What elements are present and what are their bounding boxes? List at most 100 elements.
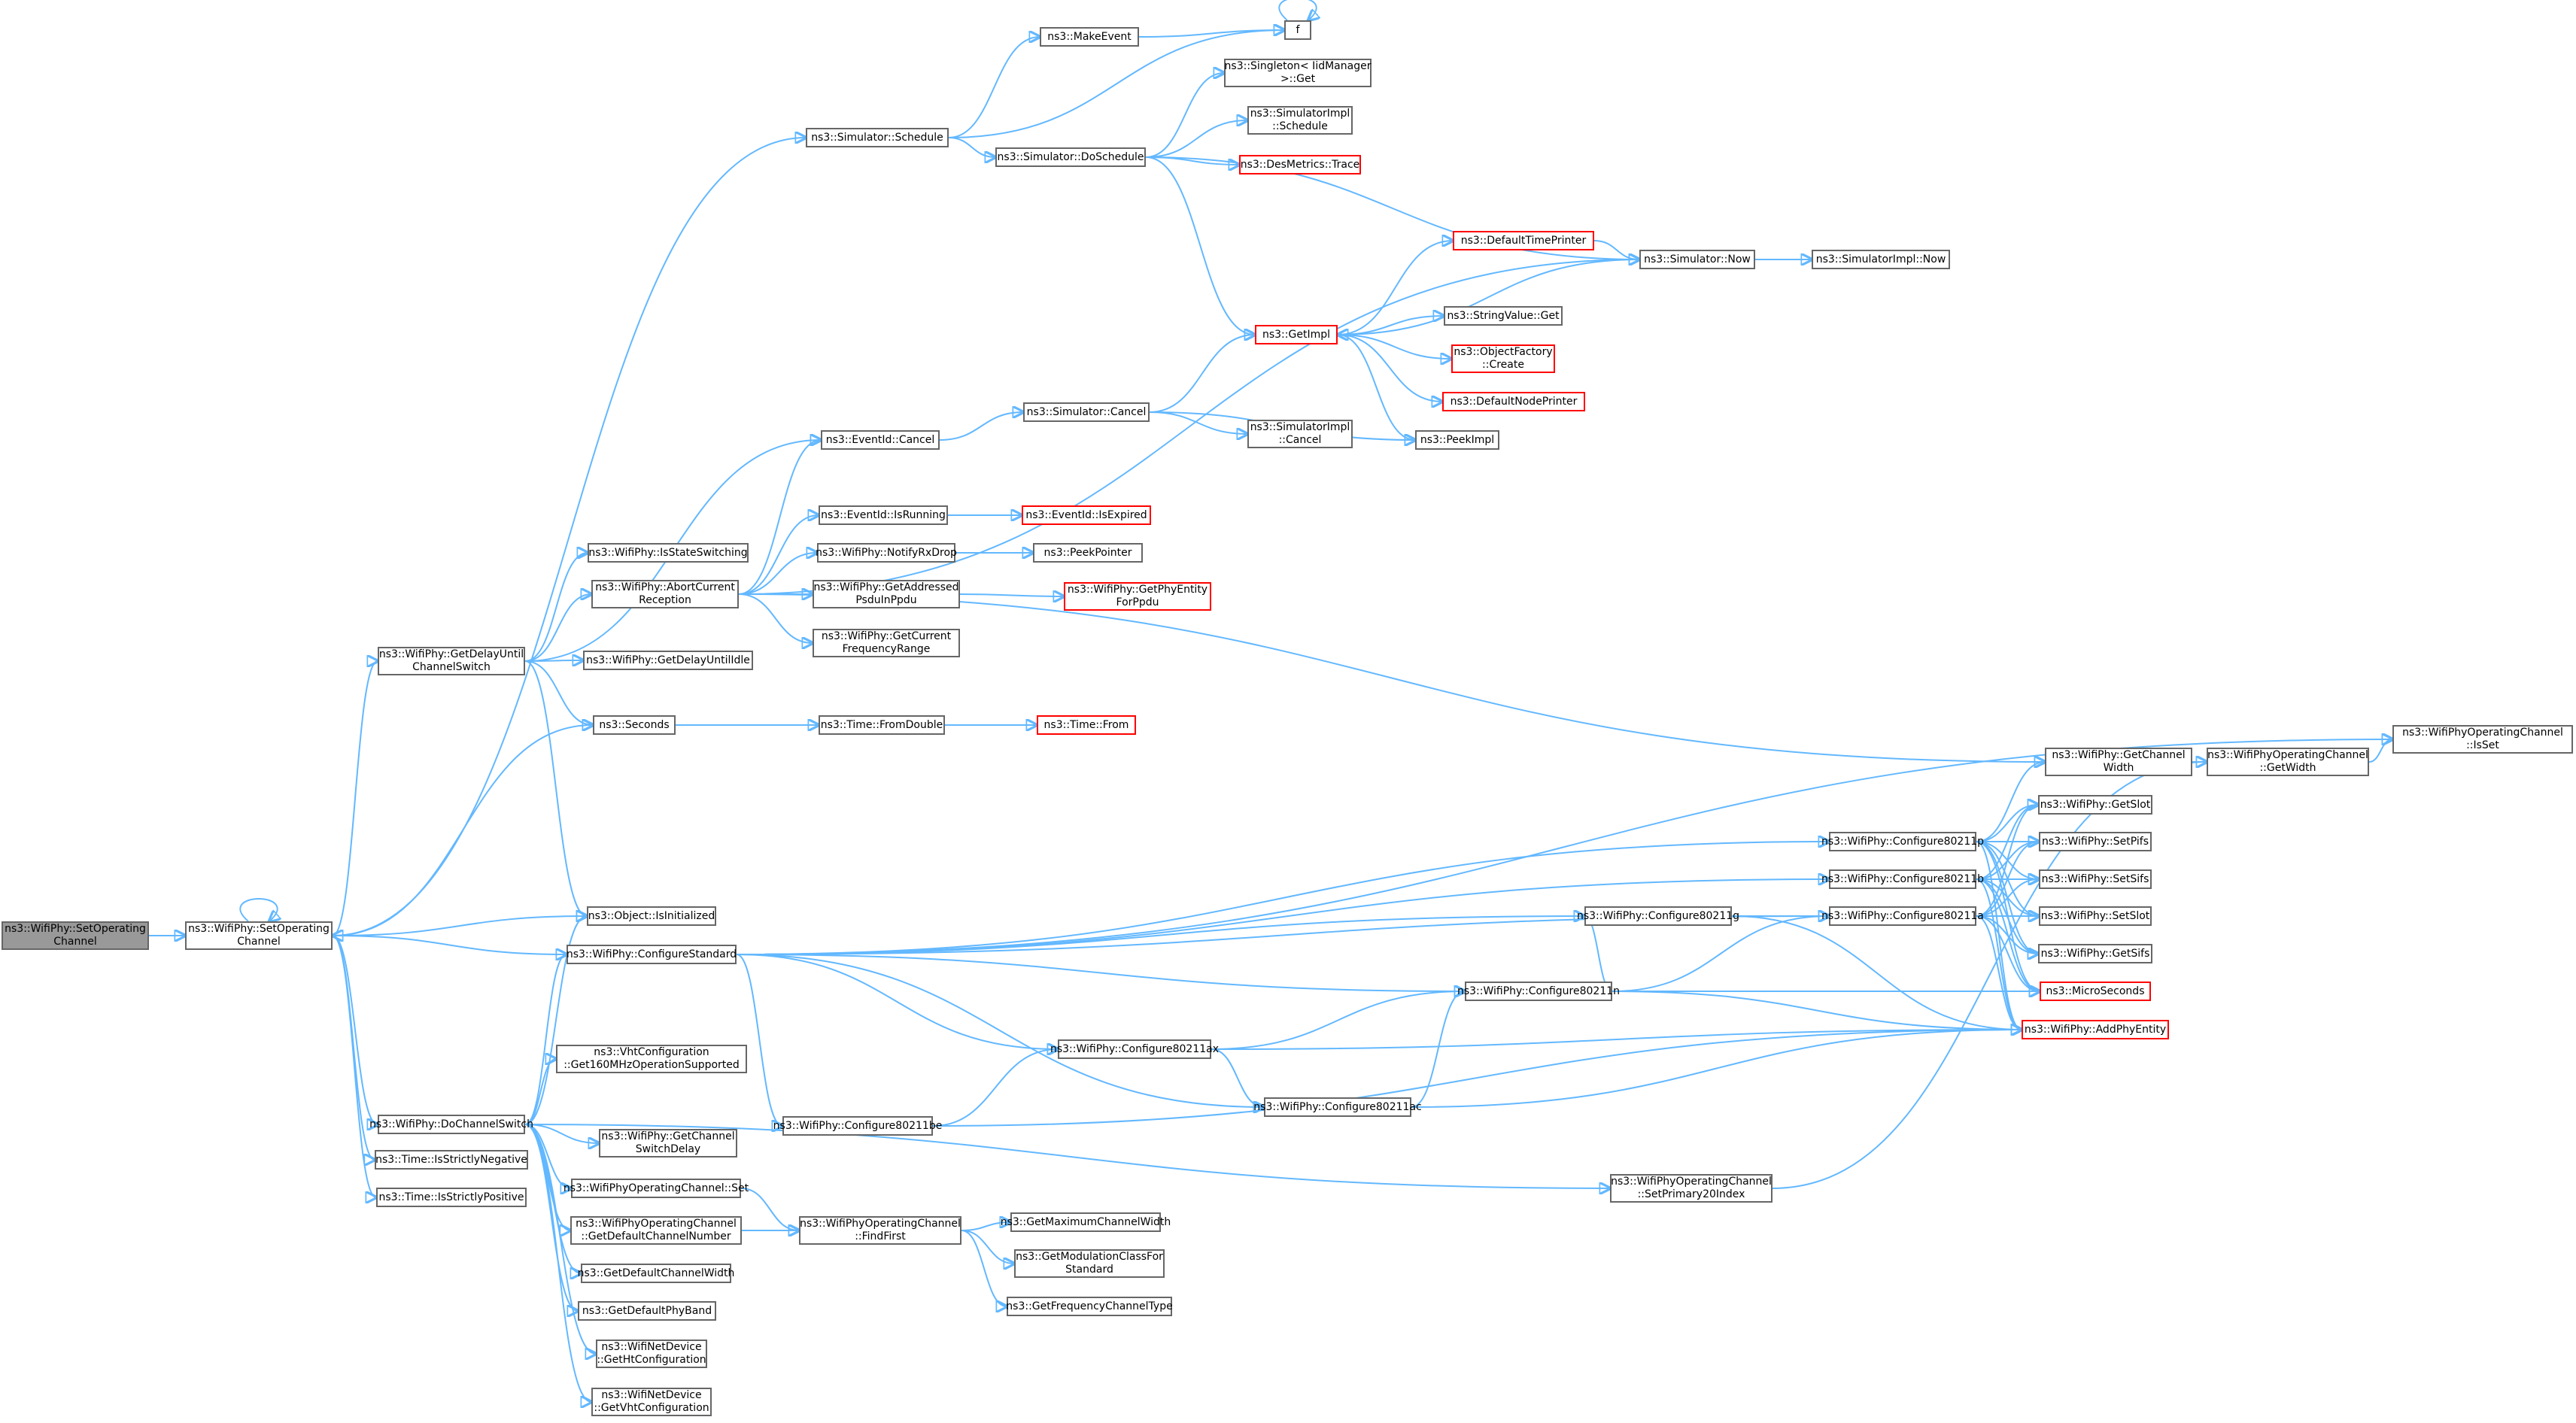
- edge-dochsw-to-getvhtcfg: [524, 1124, 591, 1402]
- edge-findfirst-to-getfreqchtype: [961, 1230, 1007, 1306]
- edge-setop-to-dochsw: [332, 935, 378, 1124]
- node-defnodeprinter[interactable]: ns3::DefaultNodePrinter: [1442, 392, 1585, 411]
- edge-abortrx-to-notifyrxdrop: [738, 553, 817, 595]
- node-setprim20[interactable]: ns3::WifiPhyOperatingChannel ::SetPrimar…: [1610, 1174, 1773, 1203]
- node-peekimpl[interactable]: ns3::PeekImpl: [1415, 430, 1499, 450]
- node-isneg[interactable]: ns3::Time::IsStrictlyNegative: [375, 1150, 528, 1170]
- edge-abortrx-to-getcurfreq: [738, 593, 813, 643]
- edge-abortrx-to-getchwidth: [738, 593, 2045, 762]
- node-objfactory[interactable]: ns3::ObjectFactory ::Create: [1451, 344, 1555, 373]
- edge-getimpl-to-peekimpl: [1337, 334, 1415, 440]
- edge-deftimeprinter-to-simnow: [1593, 240, 1639, 259]
- edge-c11be-to-c11ax: [932, 1049, 1058, 1127]
- node-getcurfreq[interactable]: ns3::WifiPhy::GetCurrent FrequencyRange: [813, 629, 960, 657]
- node-c11ax[interactable]: ns3::WifiPhy::Configure80211ax: [1050, 1039, 1219, 1059]
- node-implsched[interactable]: ns3::SimulatorImpl ::Schedule: [1247, 106, 1353, 135]
- node-opgetwidth[interactable]: ns3::WifiPhyOperatingChannel ::GetWidth: [2207, 748, 2369, 776]
- node-desmetrics[interactable]: ns3::DesMetrics::Trace: [1239, 155, 1361, 174]
- node-setsifs[interactable]: ns3::WifiPhy::SetSifs: [2039, 869, 2152, 889]
- node-getchwidth[interactable]: ns3::WifiPhy::GetChannel Width: [2045, 748, 2192, 776]
- node-abortrx[interactable]: ns3::WifiPhy::AbortCurrent Reception: [591, 580, 739, 608]
- edge-c11a-to-setpifs: [1976, 842, 2039, 917]
- node-isstatesw[interactable]: ns3::WifiPhy::IsStateSwitching: [588, 543, 749, 563]
- edge-dochsw-to-configstd: [524, 954, 567, 1125]
- node-evisrunning[interactable]: ns3::EventId::IsRunning: [819, 505, 948, 525]
- node-objisinit[interactable]: ns3::Object::IsInitialized: [587, 906, 716, 926]
- node-getslot[interactable]: ns3::WifiPhy::GetSlot: [2038, 795, 2152, 815]
- node-c11a[interactable]: ns3::WifiPhy::Configure80211a: [1821, 906, 1984, 926]
- node-setpifs[interactable]: ns3::WifiPhy::SetPifs: [2039, 832, 2152, 851]
- edge-dochsw-to-setprim20: [524, 1124, 1610, 1188]
- node-getdefband[interactable]: ns3::GetDefaultPhyBand: [578, 1301, 716, 1321]
- node-gethtcfg[interactable]: ns3::WifiNetDevice ::GetHtConfiguration: [596, 1340, 707, 1368]
- node-findfirst[interactable]: ns3::WifiPhyOperatingChannel ::FindFirst: [799, 1216, 961, 1245]
- edge-getdelaysw-to-objisinit: [524, 660, 587, 916]
- node-f[interactable]: f: [1284, 20, 1311, 40]
- node-opset[interactable]: ns3::WifiPhyOperatingChannel::Set: [564, 1179, 749, 1198]
- node-dochsw[interactable]: ns3::WifiPhy::DoChannelSwitch: [369, 1115, 533, 1134]
- node-singleton[interactable]: ns3::Singleton< IidManager >::Get: [1224, 59, 1372, 87]
- node-microseconds[interactable]: ns3::MicroSeconds: [2040, 982, 2151, 1001]
- node-implnow[interactable]: ns3::SimulatorImpl::Now: [1812, 250, 1950, 269]
- edge-getimpl-to-objfactory: [1337, 334, 1451, 359]
- edge-setop-to-objisinit: [332, 916, 587, 936]
- node-getdelaysw[interactable]: ns3::WifiPhy::GetDelayUntil ChannelSwitc…: [378, 647, 525, 675]
- node-getdefchw[interactable]: ns3::GetDefaultChannelWidth: [578, 1264, 734, 1283]
- node-seconds[interactable]: ns3::Seconds: [593, 715, 676, 735]
- edge-dochsw-to-vhtcfg: [524, 1059, 556, 1125]
- edge-simsched-to-makeevent: [948, 37, 1040, 138]
- node-vhtcfg[interactable]: ns3::VhtConfiguration ::Get160MHzOperati…: [556, 1045, 747, 1073]
- edge-c11a-to-setsifs: [1976, 879, 2039, 917]
- node-getvhtcfg[interactable]: ns3::WifiNetDevice ::GetVhtConfiguration: [591, 1388, 712, 1416]
- node-c11g[interactable]: ns3::WifiPhy::Configure80211g: [1577, 906, 1739, 926]
- node-ispos[interactable]: ns3::Time::IsStrictlyPositive: [376, 1188, 527, 1207]
- node-configstd[interactable]: ns3::WifiPhy::ConfigureStandard: [567, 945, 737, 964]
- edge-configstd-to-c11g: [736, 916, 1584, 955]
- node-simsched[interactable]: ns3::Simulator::Schedule: [806, 128, 949, 147]
- node-timefrom[interactable]: ns3::Time::From: [1037, 715, 1136, 735]
- edge-c11a-to-getslot: [1976, 805, 2038, 917]
- node-peekpointer[interactable]: ns3::PeekPointer: [1033, 543, 1143, 563]
- node-getchswdelay[interactable]: ns3::WifiPhy::GetChannel SwitchDelay: [599, 1129, 737, 1158]
- edge-dochsw-to-getdefchw: [524, 1124, 581, 1273]
- node-getmaxchw[interactable]: ns3::GetMaximumChannelWidth: [1001, 1212, 1171, 1232]
- edge-configstd-to-c11ac: [736, 954, 1264, 1107]
- node-getphyentity[interactable]: ns3::WifiPhy::GetPhyEntity ForPpdu: [1064, 582, 1211, 611]
- node-evisexpired[interactable]: ns3::EventId::IsExpired: [1022, 505, 1151, 525]
- edge-c11be-to-addphyentity: [932, 1030, 2022, 1127]
- node-c11b[interactable]: ns3::WifiPhy::Configure80211b: [1821, 869, 1984, 889]
- node-c11n[interactable]: ns3::WifiPhy::Configure80211n: [1457, 982, 1620, 1001]
- node-getdelayidle[interactable]: ns3::WifiPhy::GetDelayUntilIdle: [583, 651, 753, 670]
- node-makeevent[interactable]: ns3::MakeEvent: [1040, 27, 1139, 47]
- node-c11be[interactable]: ns3::WifiPhy::Configure80211be: [773, 1116, 942, 1136]
- node-getsifs[interactable]: ns3::WifiPhy::GetSifs: [2038, 944, 2152, 963]
- node-simcancel[interactable]: ns3::Simulator::Cancel: [1023, 402, 1150, 422]
- node-implcancel[interactable]: ns3::SimulatorImpl ::Cancel: [1247, 420, 1353, 448]
- edge-setop-to-ispos: [332, 935, 376, 1197]
- edge-abortrx-to-evcancel: [738, 440, 821, 595]
- node-c11ac[interactable]: ns3::WifiPhy::Configure80211ac: [1253, 1097, 1422, 1117]
- node-c11p[interactable]: ns3::WifiPhy::Configure80211p: [1821, 832, 1984, 851]
- node-evcancel[interactable]: ns3::EventId::Cancel: [821, 430, 940, 450]
- node-isset[interactable]: ns3::WifiPhyOperatingChannel ::IsSet: [2392, 725, 2573, 754]
- edge-c11n-to-c11a: [1612, 916, 1829, 992]
- edge-getimpl-to-strvalget: [1337, 316, 1444, 335]
- node-getdefchnum[interactable]: ns3::WifiPhyOperatingChannel ::GetDefaul…: [570, 1216, 742, 1245]
- edge-simnow-to-getimpl: [1338, 259, 1640, 335]
- node-setop[interactable]: ns3::WifiPhy::SetOperating Channel: [185, 921, 333, 950]
- node-simnow[interactable]: ns3::Simulator::Now: [1639, 250, 1755, 269]
- node-notifyrxdrop[interactable]: ns3::WifiPhy::NotifyRxDrop: [816, 543, 957, 563]
- edge-configstd-to-setop: [333, 936, 567, 955]
- node-fromdouble[interactable]: ns3::Time::FromDouble: [819, 715, 945, 735]
- node-getimpl[interactable]: ns3::GetImpl: [1255, 325, 1338, 344]
- node-simdosched[interactable]: ns3::Simulator::DoSchedule: [995, 147, 1146, 167]
- node-getfreqchtype[interactable]: ns3::GetFrequencyChannelType: [1006, 1297, 1173, 1316]
- edge-dochsw-to-gethtcfg: [524, 1124, 596, 1354]
- node-getaddressed[interactable]: ns3::WifiPhy::GetAddressed PsduInPpdu: [813, 580, 960, 608]
- node-addphyentity[interactable]: ns3::WifiPhy::AddPhyEntity: [2022, 1020, 2169, 1039]
- node-getmodclass[interactable]: ns3::GetModulationClassFor Standard: [1014, 1249, 1165, 1278]
- node-setslot[interactable]: ns3::WifiPhy::SetSlot: [2039, 906, 2152, 926]
- node-deftimeprinter[interactable]: ns3::DefaultTimePrinter: [1453, 231, 1594, 250]
- node-strvalget[interactable]: ns3::StringValue::Get: [1444, 306, 1563, 326]
